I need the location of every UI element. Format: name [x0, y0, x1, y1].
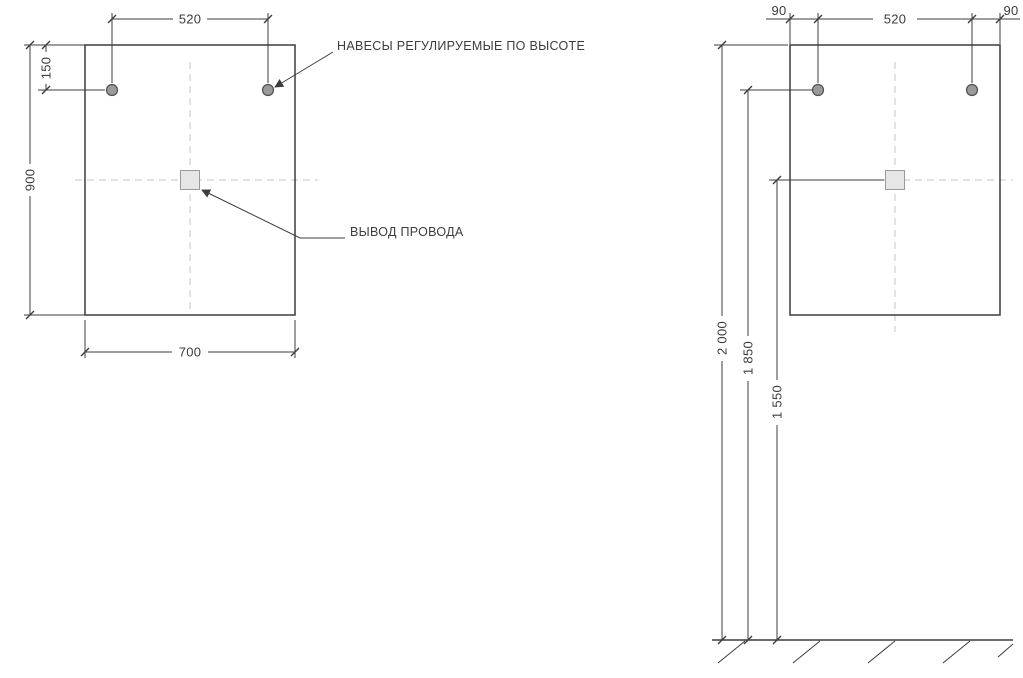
dim-install-hanger-spacing-value: 520 [884, 12, 907, 27]
dim-install-top-height-value: 2 000 [715, 321, 730, 355]
front-view: 520 150 900 700 [23, 12, 585, 360]
extension-lines [24, 44, 85, 316]
mirror-panel-front [84, 44, 296, 316]
dim-front-hanger-spacing-value: 520 [179, 12, 202, 27]
dim-install-cable-height-value: 1 550 [770, 385, 785, 419]
cable-outlet-front [180, 170, 200, 190]
dim-install-cable-height: 1 550 [769, 175, 884, 645]
dim-front-hanger-spacing: 520 [107, 12, 273, 83]
dim-install-left-offset-value: 90 [771, 3, 786, 18]
dim-front-panel-height: 900 [23, 40, 85, 320]
extension-lines [789, 13, 1001, 83]
floor-hatching [717, 640, 1014, 664]
dimension-ticks [25, 40, 35, 320]
dimension-ticks [80, 347, 300, 357]
dim-install-top-chain: 90 520 90 [766, 3, 1020, 83]
dimension-ticks [107, 14, 273, 24]
dim-front-panel-height-value: 900 [23, 169, 38, 192]
dim-front-hanger-top-offset: 150 [38, 40, 105, 95]
dim-install-hanger-height: 1 850 [740, 85, 812, 645]
leader-line [201, 189, 345, 239]
floor [712, 639, 1014, 664]
extension-lines [111, 13, 269, 83]
hanger-left-front [105, 83, 119, 97]
hanger-right-install [965, 83, 979, 97]
cable-annotation-label: ВЫВОД ПРОВОДА [350, 225, 464, 239]
dim-front-panel-width-value: 700 [179, 345, 202, 360]
leader-line [274, 51, 334, 88]
dim-front-hanger-top-offset-value: 150 [39, 57, 54, 80]
dim-install-hanger-height-value: 1 850 [741, 341, 756, 375]
dim-install-right-offset-value: 90 [1003, 3, 1018, 18]
hangers-annotation-label: НАВЕСЫ РЕГУЛИРУЕМЫЕ ПО ВЫСОТЕ [337, 39, 585, 53]
hanger-right-front [261, 83, 275, 97]
hangers-annotation: НАВЕСЫ РЕГУЛИРУЕМЫЕ ПО ВЫСОТЕ [274, 39, 585, 88]
dim-front-panel-width: 700 [80, 320, 300, 360]
hanger-left-install [811, 83, 825, 97]
installation-view: 90 520 90 2 000 1 850 [712, 3, 1020, 664]
cable-outlet-install [885, 170, 905, 190]
cable-annotation: ВЫВОД ПРОВОДА [201, 189, 464, 239]
dimension-ticks [785, 14, 1005, 24]
